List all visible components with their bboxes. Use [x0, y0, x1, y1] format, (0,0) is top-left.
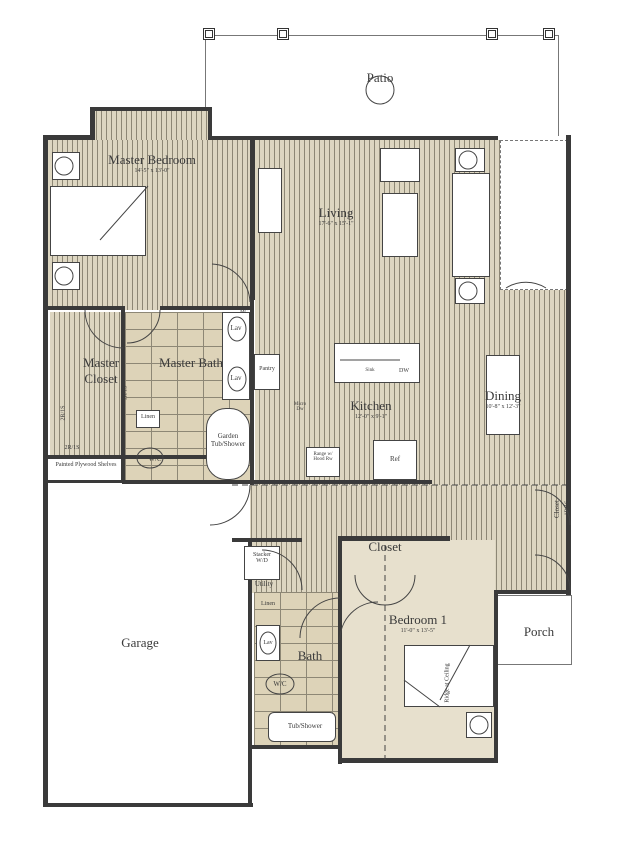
linen-label: Linen: [141, 414, 155, 420]
nightstand: [52, 152, 80, 180]
garage-floor: [45, 480, 250, 805]
master-closet-label: Master Closet: [82, 355, 120, 386]
lav-label: Lav: [230, 324, 242, 332]
garden-tub-label: Garden Tub/Shower: [210, 432, 246, 448]
patio-post: [203, 28, 215, 40]
linen-cabinet: [136, 410, 160, 428]
utility-label: Utility: [254, 580, 274, 588]
tub-label: Tub/Shower: [287, 722, 323, 730]
nightstand: [52, 262, 80, 290]
wc-label: W/C: [148, 455, 162, 463]
lav-label: Lav: [263, 640, 273, 646]
pantry-label: Pantry: [259, 366, 275, 372]
sink-label: Sink: [365, 368, 375, 373]
range: [306, 447, 340, 477]
porch-label: Porch: [523, 624, 555, 639]
dining-table: [486, 355, 520, 435]
side-table: [455, 148, 485, 172]
garage-label: Garage: [121, 635, 159, 650]
garden-tub: [206, 408, 250, 480]
patio-area: [205, 35, 559, 136]
lav-label: Lav: [230, 374, 242, 382]
ref-label: Ref: [389, 455, 401, 463]
range-label: Range w/ Hood Rw: [313, 452, 333, 462]
coffee-table: [382, 193, 418, 257]
bath-label: Bath: [297, 648, 323, 663]
lav-counter: [222, 312, 250, 400]
dw-label: DW: [399, 368, 409, 374]
micro-label: Micro Dw: [293, 402, 307, 412]
patio-label: Patio: [366, 70, 394, 85]
bedroom1-bed: [404, 645, 494, 707]
refrigerator: [373, 440, 417, 480]
plywood-shelves-label: Painted Plywood Shelves: [55, 462, 117, 468]
shelf-label: 2R/1S: [64, 445, 80, 451]
wc-label: W/C: [273, 680, 287, 688]
bed: [50, 186, 146, 256]
linen-label: Linen: [261, 601, 275, 607]
kitchen-island: [334, 343, 420, 383]
console-table: [258, 168, 282, 233]
sofa: [452, 173, 490, 277]
mc-label: MC: [240, 310, 248, 315]
porch-floor: [497, 595, 572, 665]
patio-post: [277, 28, 289, 40]
master-bath-label: Master Bath: [159, 355, 223, 370]
patio-post: [543, 28, 555, 40]
master-closet-floor: [50, 312, 125, 455]
tub-shower: [268, 712, 336, 742]
pantry: [254, 354, 280, 390]
armchair: [380, 148, 420, 182]
master-bedroom-floor: [92, 110, 210, 142]
patio-post: [486, 28, 498, 40]
stacker-label: Stacker W/D: [253, 552, 271, 564]
